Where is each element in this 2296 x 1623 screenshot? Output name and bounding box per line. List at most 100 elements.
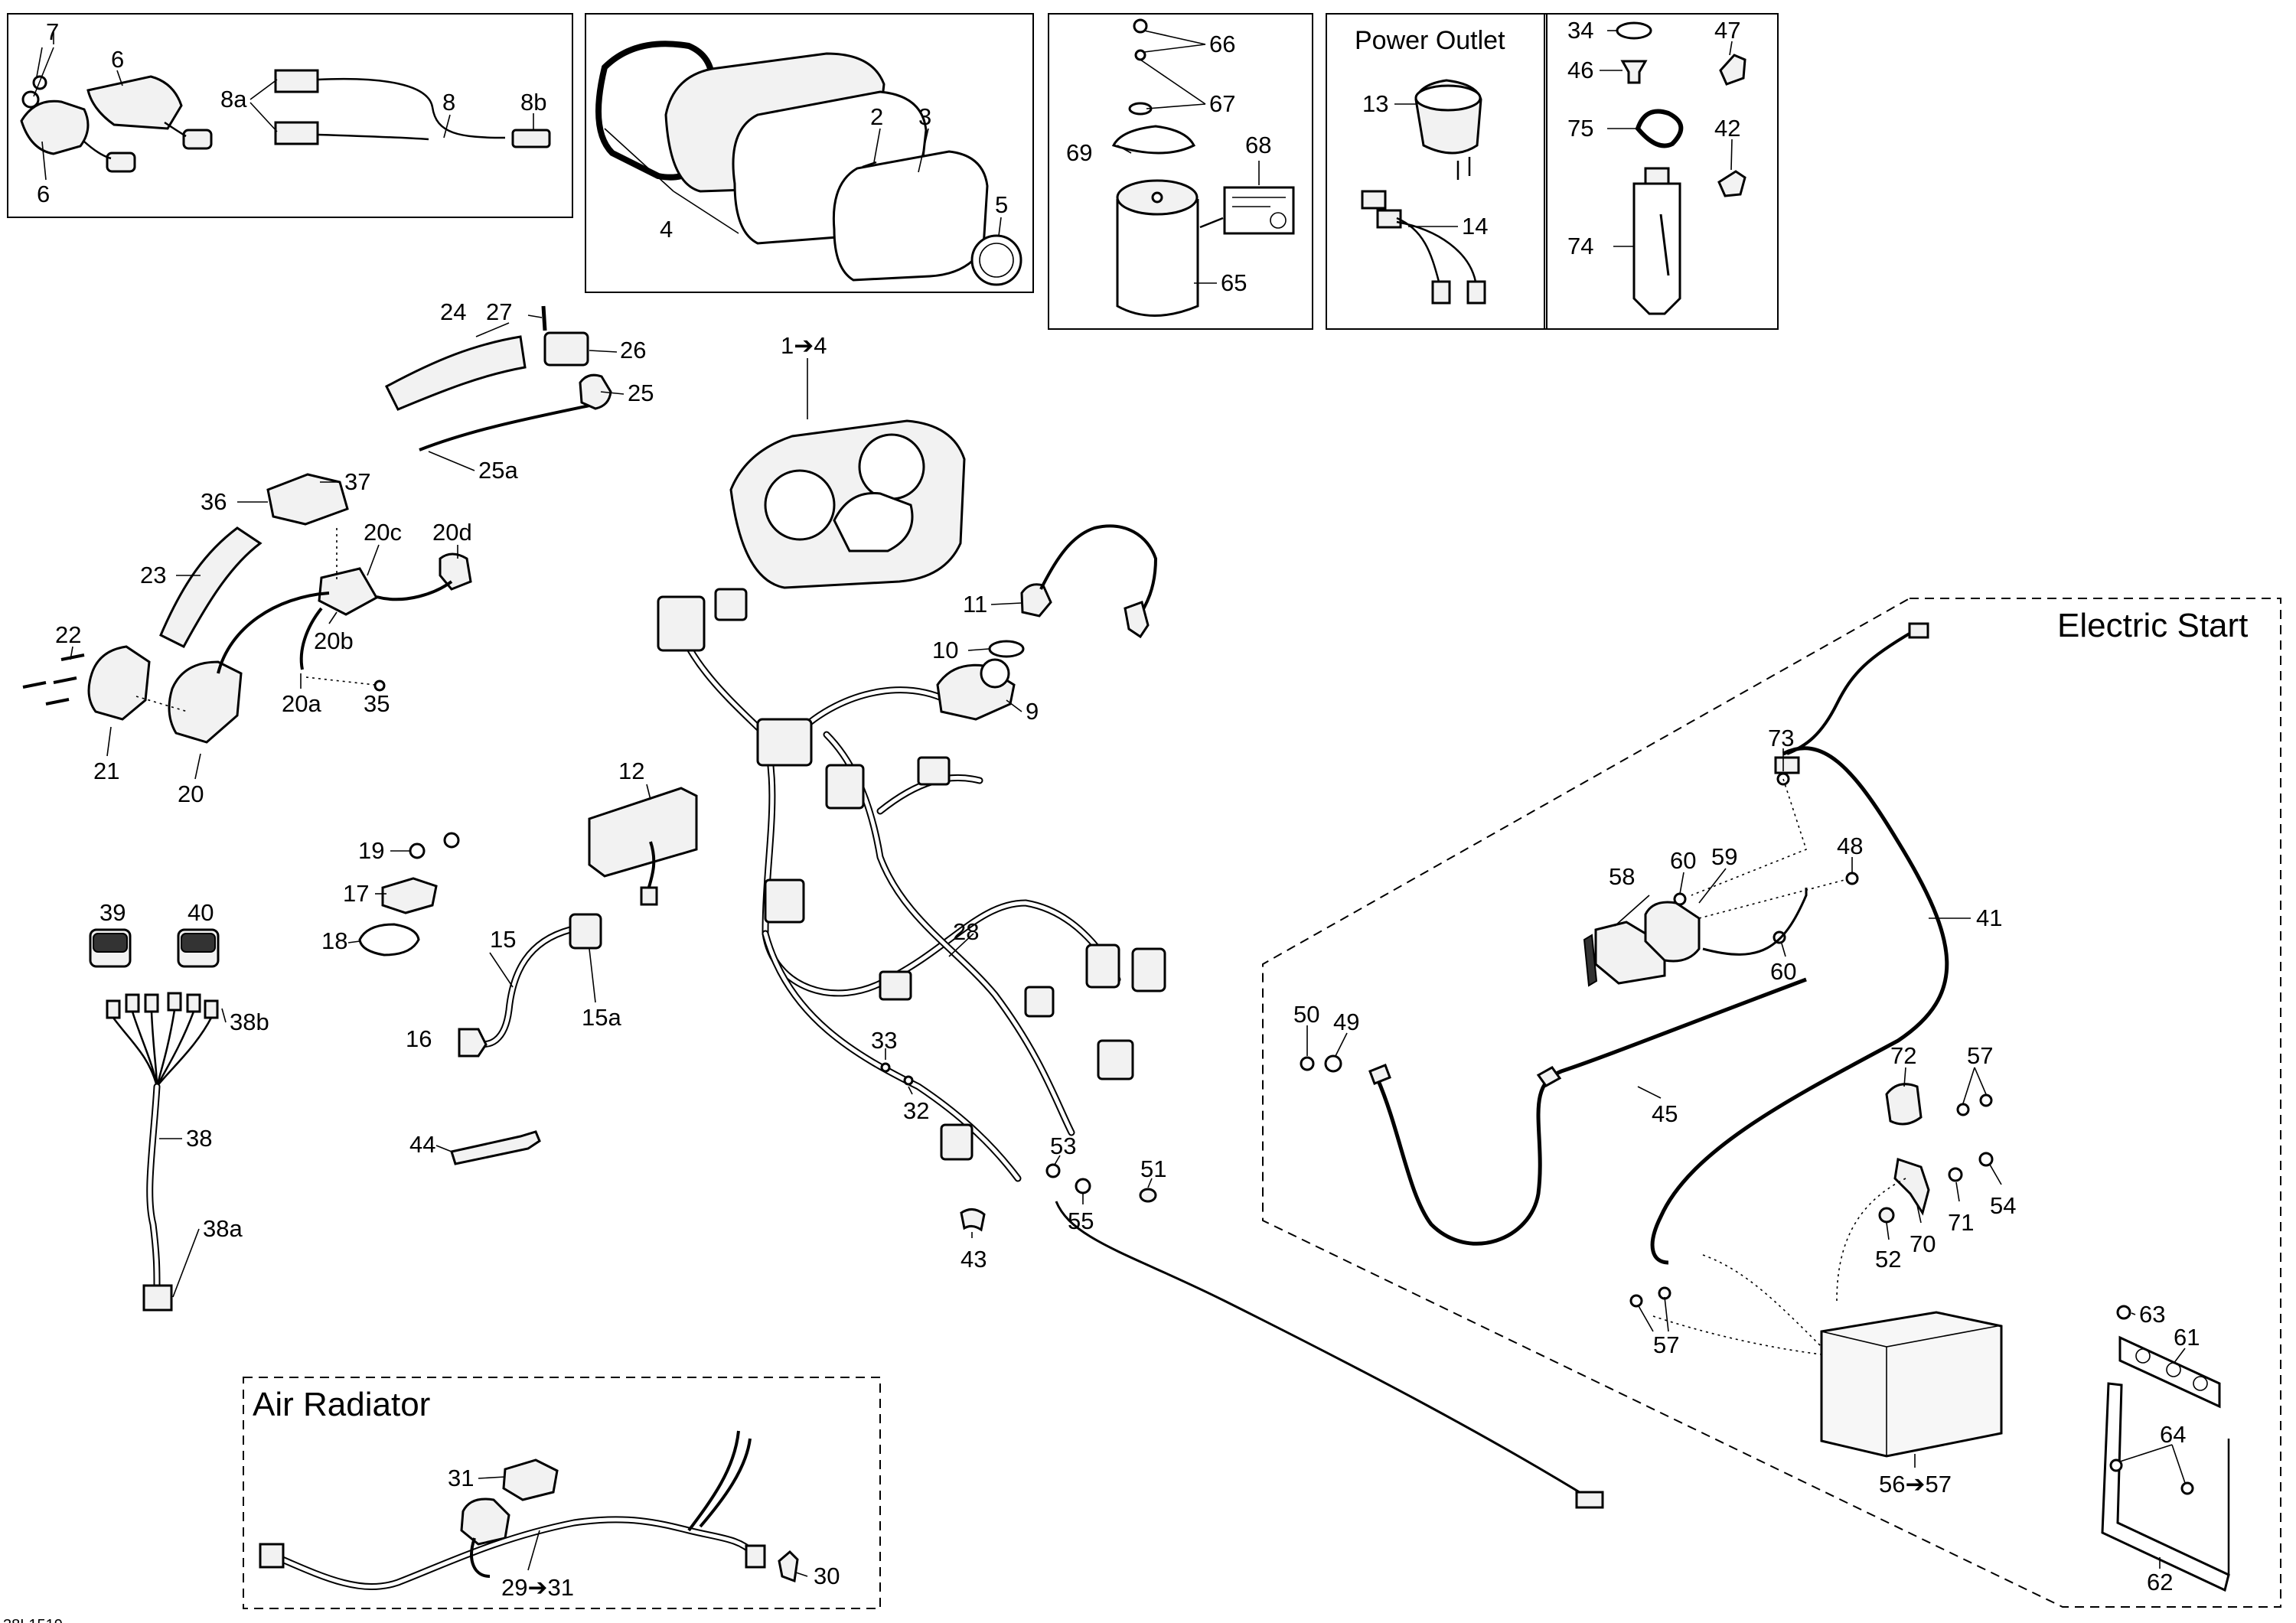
screw-66 bbox=[1133, 18, 1148, 34]
group-capacitor: 66 67 69 68 65 bbox=[1066, 18, 1295, 317]
sensor-connector bbox=[182, 129, 213, 150]
cover-26 bbox=[543, 331, 589, 367]
label-67: 67 bbox=[1209, 90, 1235, 117]
relay-31 bbox=[502, 1458, 559, 1501]
screws-22 bbox=[22, 653, 85, 706]
washer-55 bbox=[1075, 1178, 1091, 1194]
label-37: 37 bbox=[344, 468, 370, 495]
label-28: 28 bbox=[953, 918, 979, 945]
tie-wrap-75 bbox=[1635, 109, 1684, 148]
frame-gauge-cluster bbox=[585, 13, 1034, 293]
screw-53 bbox=[1045, 1163, 1061, 1178]
label-41: 41 bbox=[1976, 904, 2002, 931]
label-8a: 8a bbox=[220, 86, 247, 112]
label-33: 33 bbox=[871, 1027, 897, 1054]
sensor-connector-2 bbox=[106, 152, 136, 173]
wire-20a bbox=[299, 607, 323, 670]
label-55: 55 bbox=[1068, 1207, 1094, 1234]
strap-61 bbox=[2118, 1335, 2221, 1409]
sensor-bracket-upper bbox=[86, 75, 183, 130]
label-17: 17 bbox=[343, 880, 369, 907]
nut-60 bbox=[1673, 892, 1687, 906]
lanyard-cord bbox=[1039, 524, 1158, 628]
label-15a: 15a bbox=[582, 1004, 621, 1031]
label-64: 64 bbox=[2160, 1421, 2186, 1448]
warning-label bbox=[1223, 186, 1295, 235]
label-4: 4 bbox=[660, 216, 673, 243]
harness-15 bbox=[471, 926, 574, 1048]
label-32: 32 bbox=[903, 1097, 929, 1124]
label-35: 35 bbox=[364, 690, 390, 717]
capacitor-body bbox=[1116, 199, 1199, 317]
label-8b: 8b bbox=[520, 89, 546, 116]
bracket-62 bbox=[2101, 1382, 2230, 1592]
switch-housing-21 bbox=[87, 645, 151, 721]
label-38a: 38a bbox=[203, 1215, 243, 1242]
screw-2 bbox=[862, 161, 877, 168]
label-57: 57 bbox=[1967, 1042, 1993, 1069]
group-power-outlet: 13 14 bbox=[1361, 79, 1488, 305]
label-21: 21 bbox=[93, 758, 119, 784]
label-26: 26 bbox=[620, 337, 646, 363]
label-25a: 25a bbox=[478, 457, 518, 484]
connector-15a bbox=[569, 913, 602, 950]
screw-35 bbox=[373, 680, 386, 692]
group-main-harness: 1➔4 12 28 bbox=[588, 332, 1604, 1509]
nut-10 bbox=[988, 640, 1025, 658]
group-sensor-harness-15: 15 15a 16 44 bbox=[406, 913, 621, 1165]
nut-64 bbox=[2109, 1458, 2123, 1472]
switch-housing-20 bbox=[168, 660, 243, 744]
frame-accessories bbox=[1544, 13, 1779, 330]
label-46: 46 bbox=[1567, 57, 1593, 83]
label-12: 12 bbox=[618, 758, 644, 784]
label-42: 42 bbox=[1714, 115, 1740, 142]
label-61: 61 bbox=[2174, 1324, 2200, 1351]
sleeve-43 bbox=[960, 1208, 986, 1232]
label-22: 22 bbox=[55, 621, 81, 648]
terminal-44 bbox=[450, 1130, 541, 1165]
label-20d: 20d bbox=[432, 519, 472, 546]
label-36: 36 bbox=[201, 488, 227, 515]
outlet-terminal-a bbox=[1431, 280, 1451, 305]
label-5: 5 bbox=[995, 191, 1008, 218]
label-62: 62 bbox=[2147, 1569, 2173, 1595]
label-71: 71 bbox=[1948, 1209, 1974, 1236]
label-58: 58 bbox=[1609, 863, 1635, 890]
group-air-radiator: 31 29➔31 30 bbox=[259, 1430, 840, 1601]
label-9: 9 bbox=[1026, 698, 1039, 725]
screw-54 bbox=[1978, 1152, 1994, 1167]
washer-49 bbox=[1324, 1054, 1342, 1073]
nut-48 bbox=[1845, 872, 1859, 885]
label-1-to-4: 1➔4 bbox=[781, 332, 827, 359]
label-8: 8 bbox=[442, 89, 455, 116]
harness-connector bbox=[657, 595, 706, 652]
label-54: 54 bbox=[1990, 1192, 2016, 1219]
capacitor-strap bbox=[1111, 125, 1196, 155]
harness-wire-8 bbox=[317, 77, 506, 139]
sensor-16 bbox=[458, 1028, 488, 1058]
label-56-to-57: 56➔57 bbox=[1879, 1471, 1952, 1498]
label-63: 63 bbox=[2139, 1301, 2165, 1328]
sensor-wire-25 bbox=[419, 404, 590, 451]
label-20: 20 bbox=[178, 781, 204, 807]
section-title-air-radiator: Air Radiator bbox=[253, 1386, 430, 1423]
group-handlebar-sensors: 7 6 6 8a 8 8b bbox=[20, 18, 551, 207]
label-27: 27 bbox=[486, 298, 512, 325]
label-20b: 20b bbox=[314, 627, 354, 654]
label-45: 45 bbox=[1652, 1100, 1678, 1127]
clip-30 bbox=[778, 1550, 799, 1583]
hose-23 bbox=[159, 526, 263, 648]
harness-connector-a bbox=[274, 69, 319, 93]
washer bbox=[21, 90, 40, 109]
connector-20d bbox=[439, 552, 472, 591]
frame-capacitor bbox=[1048, 13, 1313, 330]
cable-73 bbox=[1786, 630, 1915, 755]
screw-66b bbox=[1134, 49, 1146, 61]
label-24: 24 bbox=[440, 298, 466, 325]
fuse-42 bbox=[1717, 170, 1746, 197]
solenoid-59 bbox=[1644, 901, 1701, 963]
label-20a: 20a bbox=[282, 690, 321, 717]
bracket-70 bbox=[1893, 1158, 1930, 1216]
nut-50 bbox=[1300, 1056, 1315, 1071]
